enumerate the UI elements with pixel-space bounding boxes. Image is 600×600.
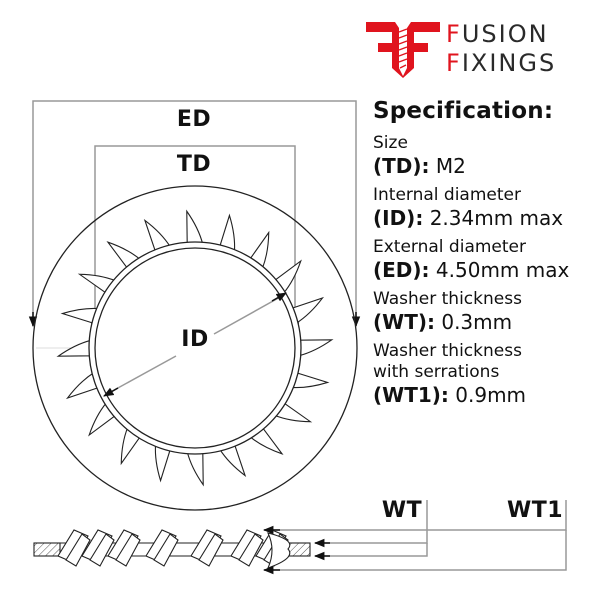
spec-value: 4.50mm max xyxy=(435,258,570,282)
spec-code: (ID): xyxy=(373,206,424,230)
spec-item-internal-diameter: Internal diameter (ID): 2.34mm max xyxy=(373,185,598,231)
spec-label: Size xyxy=(373,133,408,153)
spec-label-line2: with serrations xyxy=(373,362,500,382)
spec-code: (ED): xyxy=(373,258,430,282)
spec-value: M2 xyxy=(435,154,466,178)
spec-item-washer-thickness: Washer thickness (WT): 0.3mm xyxy=(373,289,598,335)
spec-value: 0.9mm xyxy=(455,383,527,407)
spec-item-washer-thickness-serrations: Washer thickness with serrations (WT1): … xyxy=(373,341,598,408)
spec-code: (WT1): xyxy=(373,383,449,407)
brand-name-line1: FUSION xyxy=(446,20,549,48)
spec-label: Internal diameter xyxy=(373,185,521,205)
spec-label: Washer thickness xyxy=(373,341,522,361)
wt1-label: WT1 xyxy=(506,498,564,523)
ff-screw-logo-icon xyxy=(366,22,440,78)
spec-value: 0.3mm xyxy=(441,310,513,334)
brand-name-line2: FIXINGS xyxy=(446,49,557,77)
ed-dimension-bracket xyxy=(28,100,361,328)
td-label: TD xyxy=(176,152,212,177)
washer-outer-edge xyxy=(32,185,358,511)
brand-logo: FUSION FIXINGS xyxy=(366,18,586,80)
spec-item-size: Size (TD): M2 xyxy=(373,133,598,179)
spec-code: (TD): xyxy=(373,154,430,178)
spec-item-external-diameter: External diameter (ED): 4.50mm max xyxy=(373,237,598,283)
specification-title: Specification: xyxy=(373,98,554,124)
spec-value: 2.34mm max xyxy=(429,206,564,230)
id-label: ID xyxy=(181,327,209,352)
specification-panel: Specification: Size (TD): M2 Internal di… xyxy=(373,95,598,414)
wt-label: WT xyxy=(381,498,423,523)
spec-label: Washer thickness xyxy=(373,289,522,309)
id-dimension-line xyxy=(103,292,287,397)
washer-inner-ring-inner xyxy=(94,247,296,449)
ed-label: ED xyxy=(176,107,212,132)
washer-side-profile xyxy=(33,529,311,569)
brand-name: FUSION FIXINGS xyxy=(446,20,556,78)
spec-label: External diameter xyxy=(373,237,526,257)
wt-dimension xyxy=(313,500,428,561)
wt1-dimension xyxy=(262,500,567,575)
spec-code: (WT): xyxy=(373,310,435,334)
